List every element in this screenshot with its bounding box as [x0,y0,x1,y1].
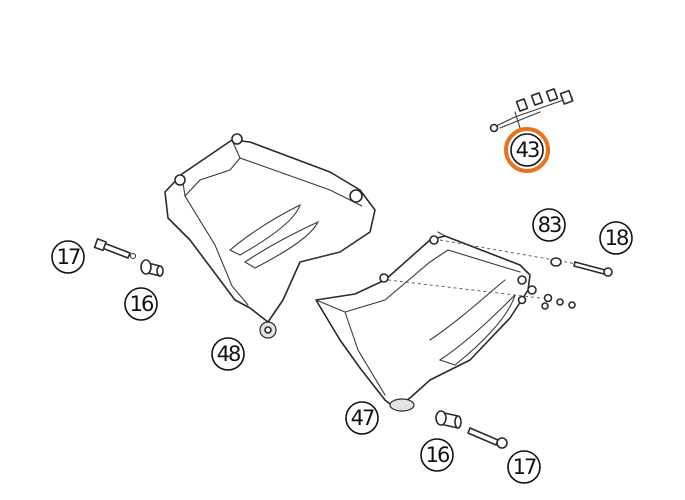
assembly-line-lower [387,279,541,299]
svg-text:47: 47 [351,406,374,430]
callout-17-lower: 17 [507,450,541,484]
spacer-16-lower [435,410,462,429]
callout-83: 83 [532,208,566,242]
callout-48: 48 [211,337,245,371]
bolt-17-upper [93,238,137,260]
bolt-17-lower [467,427,508,449]
svg-text:83: 83 [538,213,561,237]
callout-47: 47 [345,401,379,435]
svg-text:18: 18 [605,226,628,250]
highlight-ring [504,127,550,173]
spacer-83 [550,257,562,267]
bolt-18 [573,261,613,277]
lower-side-cover-part [315,231,531,412]
svg-text:48: 48 [217,342,240,366]
spacer-16-upper [140,259,164,277]
screw-set-right [517,285,576,310]
upper-side-cover-part [164,133,376,339]
svg-text:16: 16 [426,443,450,467]
wire-harness-part [489,88,574,133]
callout-17-upper: 17 [51,240,85,274]
callout-16-lower: 16 [420,438,454,472]
svg-text:17: 17 [513,455,536,479]
svg-text:43: 43 [516,138,539,162]
callout-18: 18 [599,221,633,255]
callout-43-highlighted: 43 [504,127,550,173]
callout-16-upper: 16 [124,287,158,321]
svg-text:16: 16 [130,292,154,316]
svg-text:17: 17 [57,245,80,269]
